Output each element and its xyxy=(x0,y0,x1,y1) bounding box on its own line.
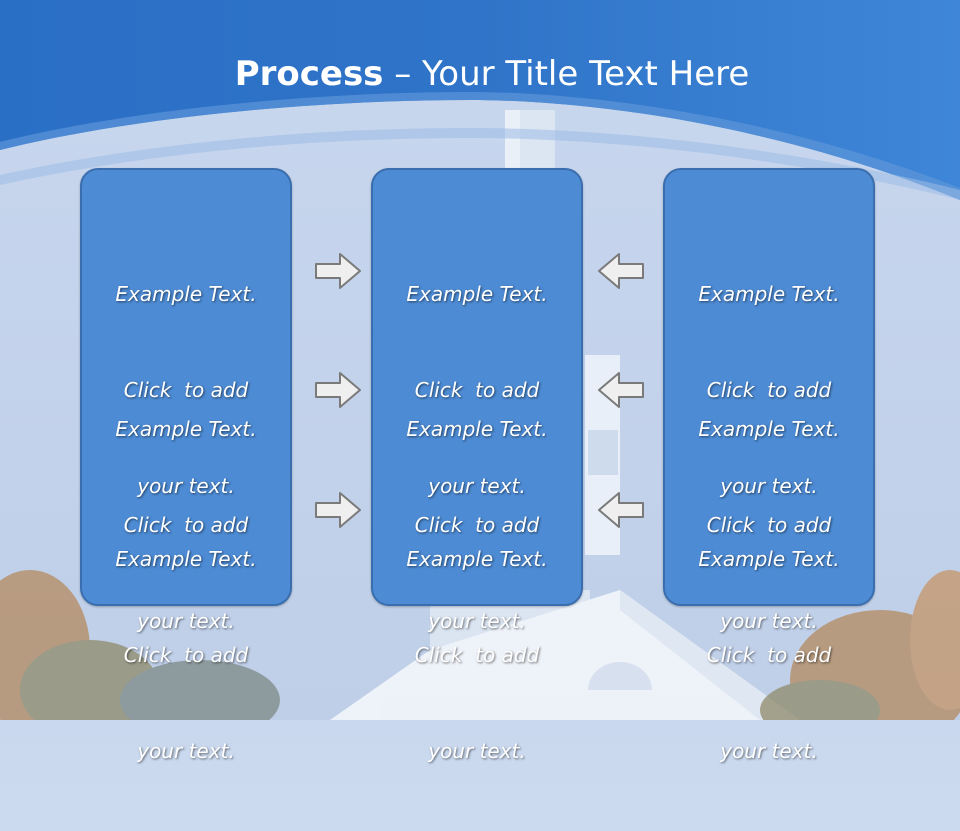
process-box-middle[interactable]: Example Text. Click to add your text. Ex… xyxy=(371,168,583,763)
text-line: your text. xyxy=(137,474,235,498)
arrow-right-icon[interactable] xyxy=(314,490,362,530)
text-line: Click to add xyxy=(706,513,832,537)
arrow-right-icon[interactable] xyxy=(314,251,362,291)
title-rest: – Your Title Text Here xyxy=(383,54,750,94)
arrow-left-icon[interactable] xyxy=(597,251,645,291)
text-line: Click to add xyxy=(706,378,832,402)
text-line: Click to add xyxy=(706,643,832,667)
text-block[interactable]: Example Text. Click to add your text. xyxy=(373,214,581,566)
text-block[interactable]: Example Text. Click to add your text. xyxy=(665,214,873,566)
arrow-right-icon[interactable] xyxy=(314,370,362,410)
text-line: Click to add xyxy=(414,643,540,667)
text-line: Example Text. xyxy=(115,282,257,306)
text-line: your text. xyxy=(428,739,526,763)
text-line: your text. xyxy=(720,609,818,633)
text-block[interactable]: Example Text. Click to add your text. xyxy=(373,349,581,701)
text-line: your text. xyxy=(137,609,235,633)
text-line: Click to add xyxy=(123,513,249,537)
text-line: your text. xyxy=(720,739,818,763)
title-bold: Process xyxy=(234,54,384,94)
slide-title[interactable]: Process – Your Title Text Here xyxy=(0,52,960,96)
text-block[interactable]: Example Text. Click to add your text. xyxy=(82,479,290,831)
text-line: Example Text. xyxy=(698,417,840,441)
process-box-right[interactable]: Example Text. Click to add your text. Ex… xyxy=(663,168,875,763)
text-line: Example Text. xyxy=(406,547,548,571)
text-line: your text. xyxy=(137,739,235,763)
arrow-left-icon[interactable] xyxy=(597,490,645,530)
text-line: Example Text. xyxy=(115,547,257,571)
text-line: Click to add xyxy=(414,513,540,537)
text-line: Example Text. xyxy=(406,282,548,306)
text-line: Example Text. xyxy=(698,282,840,306)
trees xyxy=(0,570,960,720)
arrow-left-icon[interactable] xyxy=(597,370,645,410)
text-line: Example Text. xyxy=(115,417,257,441)
process-box-left[interactable]: Example Text. Click to add your text. Ex… xyxy=(80,168,292,763)
text-line: Click to add xyxy=(123,643,249,667)
text-block[interactable]: Example Text. Click to add your text. xyxy=(373,479,581,831)
text-block[interactable]: Example Text. Click to add your text. xyxy=(665,479,873,831)
text-line: your text. xyxy=(428,474,526,498)
text-line: Example Text. xyxy=(406,417,548,441)
text-block[interactable]: Example Text. Click to add your text. xyxy=(82,214,290,566)
text-line: Example Text. xyxy=(698,547,840,571)
text-line: Click to add xyxy=(414,378,540,402)
text-block[interactable]: Example Text. Click to add your text. xyxy=(82,349,290,701)
text-block[interactable]: Example Text. Click to add your text. xyxy=(665,349,873,701)
text-line: your text. xyxy=(428,609,526,633)
text-line: your text. xyxy=(720,474,818,498)
text-line: Click to add xyxy=(123,378,249,402)
